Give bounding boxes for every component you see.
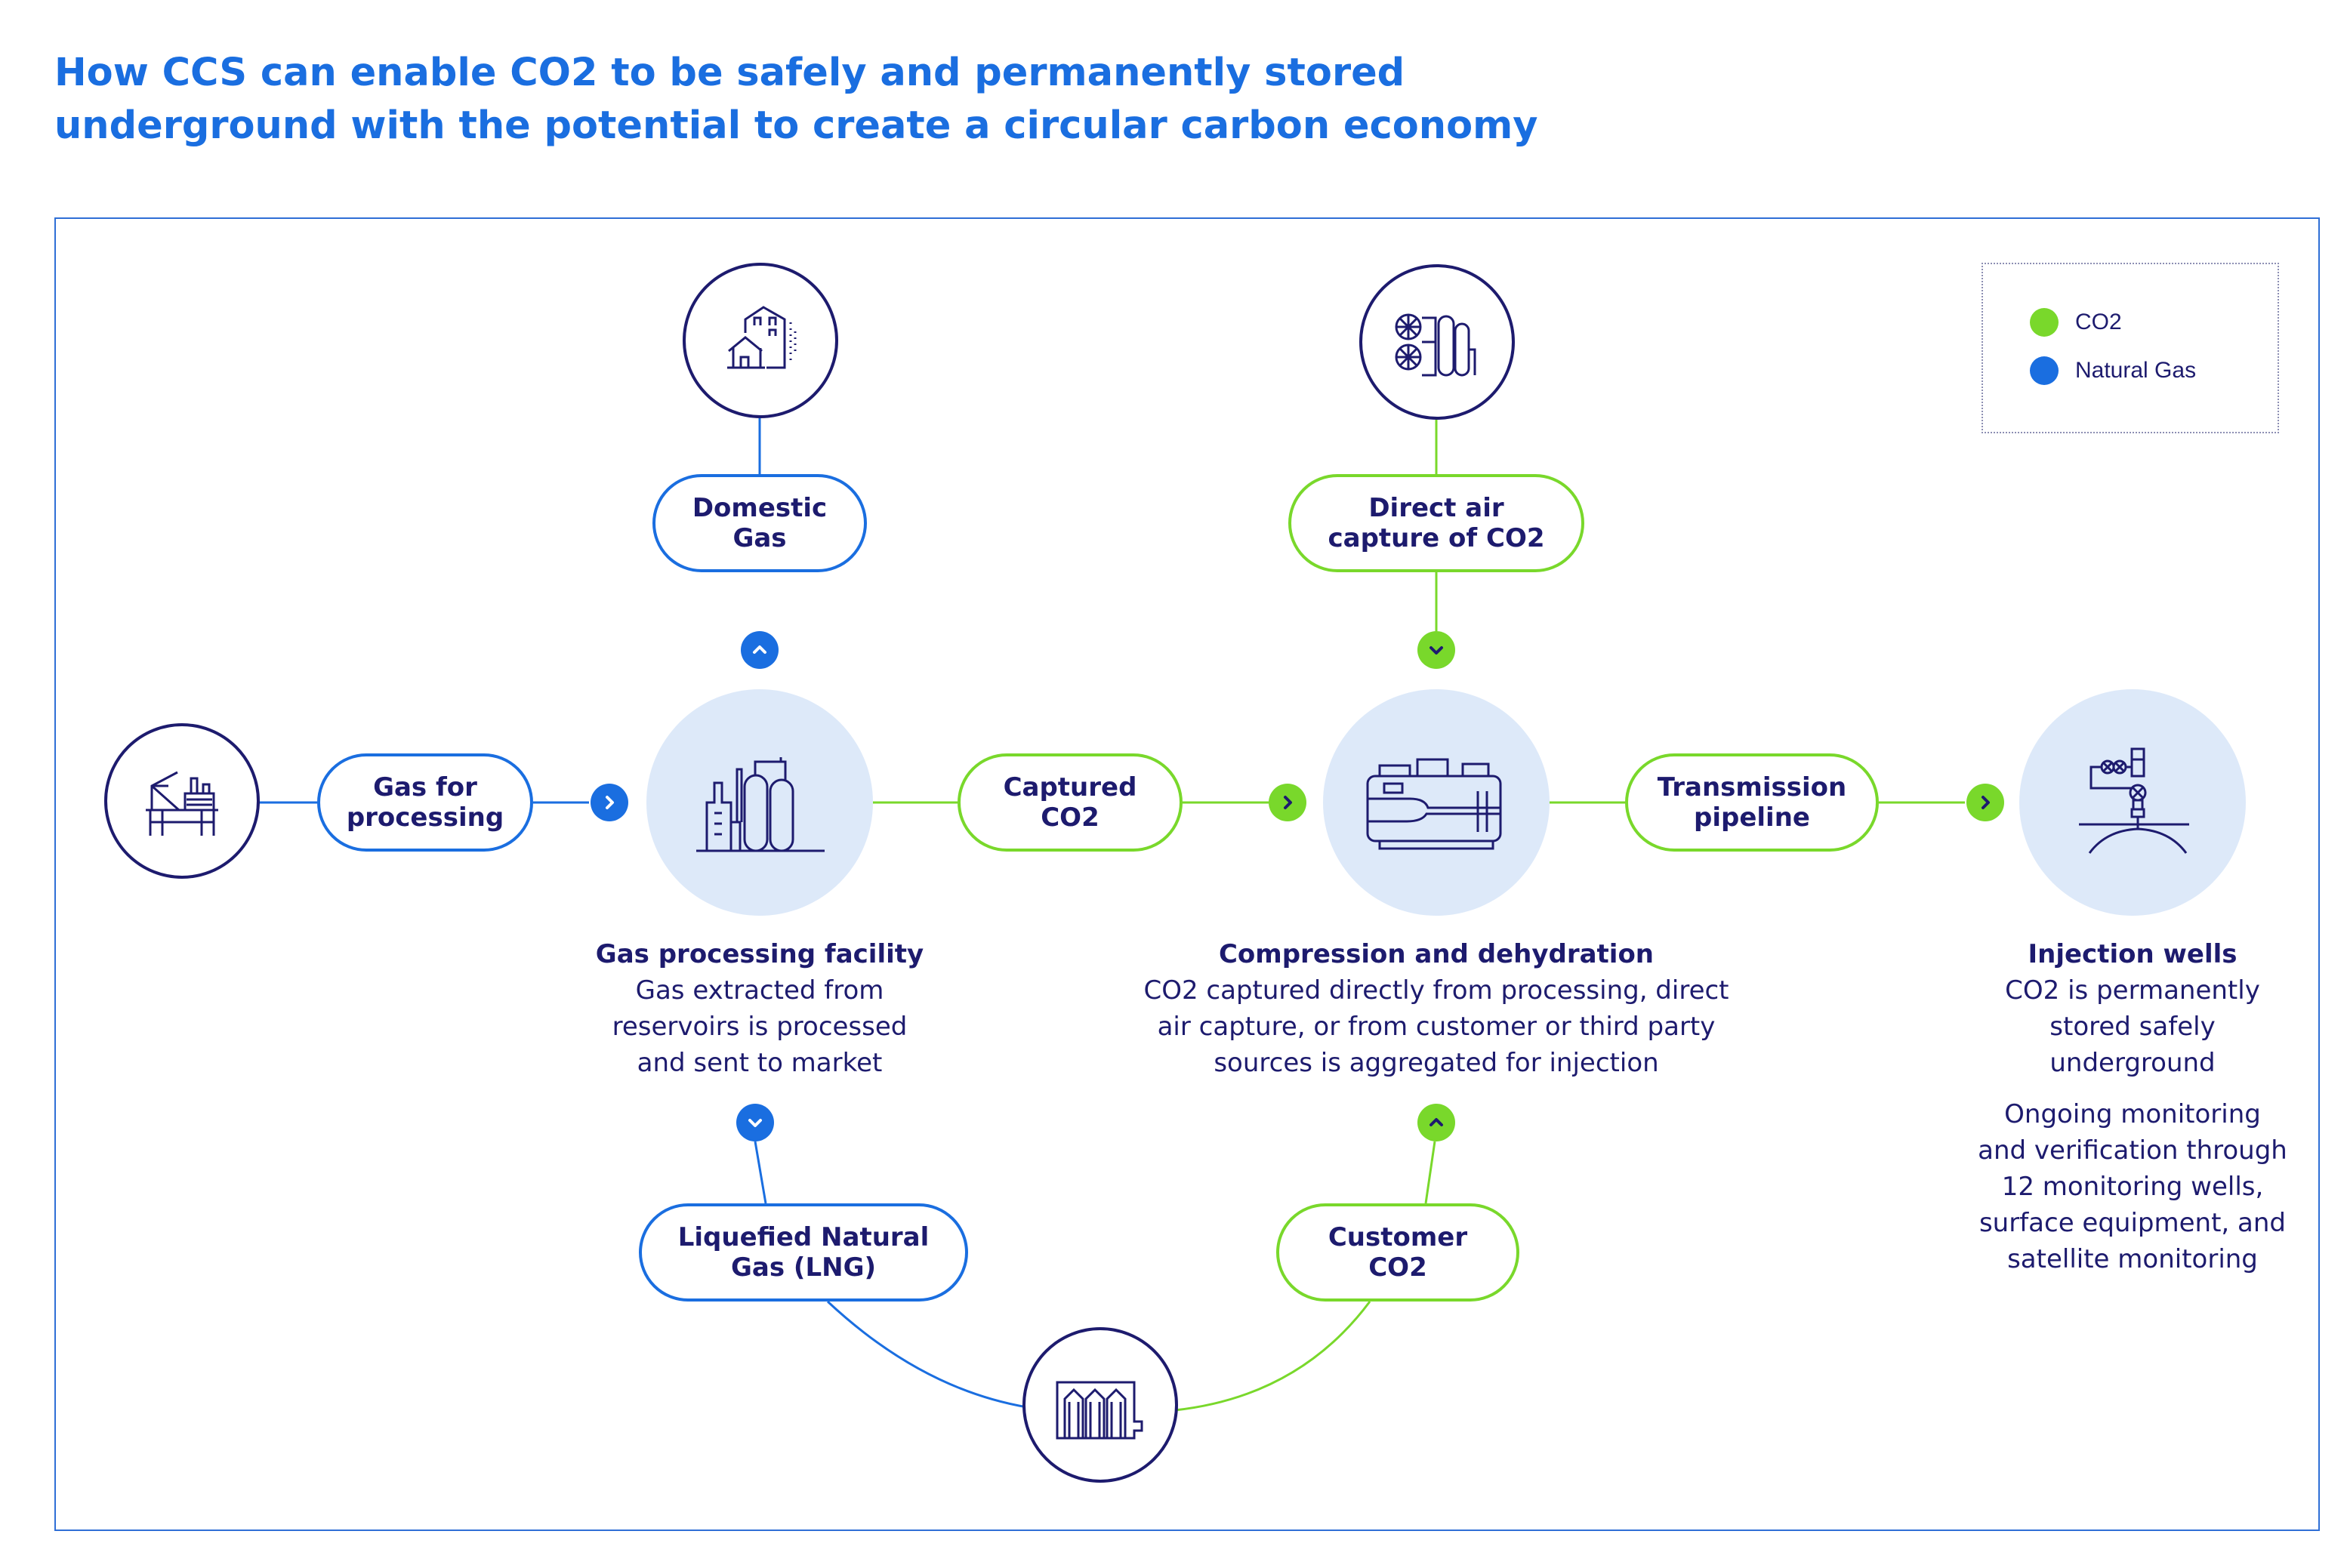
connector-tanks-to-customer xyxy=(1174,1301,1371,1412)
injection-wells-text-1: CO2 is permanently xyxy=(2005,975,2260,1006)
domestic-gas-line-1: Domestic xyxy=(692,493,828,523)
legend-label-co2: CO2 xyxy=(2075,310,2122,334)
natural-gas-legend-swatch xyxy=(2030,356,2059,385)
chevron-down-icon xyxy=(1417,631,1455,669)
compression-text-2: air capture, or from customer or third p… xyxy=(1157,1012,1716,1042)
offshore-platform-icon xyxy=(146,771,218,836)
direct-air-line-2: capture of CO2 xyxy=(1328,523,1545,553)
monitoring-text-2: and verification through xyxy=(1978,1135,2287,1166)
monitoring-text-4: surface equipment, and xyxy=(1978,1208,2287,1238)
injection-wells-caption: Injection wells CO2 is permanently store… xyxy=(1944,936,2321,1277)
gas-for-processing-line-1: Gas for xyxy=(373,772,477,802)
diagram-frame xyxy=(54,217,2320,1531)
compression-text-3: sources is aggregated for injection xyxy=(1214,1048,1659,1078)
monitoring-text-5: satellite monitoring xyxy=(2007,1244,2258,1274)
title-line-2: underground with the potential to create… xyxy=(54,103,1538,148)
injection-wells-text-2: stored safely xyxy=(2049,1012,2216,1042)
injection-wells-node xyxy=(2019,689,2246,916)
processing-plant-icon xyxy=(696,757,825,852)
compression-heading: Compression and dehydration xyxy=(1218,939,1655,969)
compressor-icon xyxy=(1366,758,1502,850)
legend: CO2 Natural Gas xyxy=(1982,263,2279,433)
transmission-line-2: pipeline xyxy=(1694,802,1810,833)
air-capture-unit-icon xyxy=(1395,313,1476,377)
lng-pill: Liquefied Natural Gas (LNG) xyxy=(639,1203,968,1302)
lng-line-1: Liquefied Natural xyxy=(677,1222,930,1252)
title-line-1: How CCS can enable CO2 to be safely and … xyxy=(54,51,1405,95)
lng-line-2: Gas (LNG) xyxy=(730,1252,877,1283)
direct-air-line-1: Direct air xyxy=(1368,493,1504,523)
injection-wells-heading: Injection wells xyxy=(2028,939,2238,969)
compression-node xyxy=(1323,689,1550,916)
domestic-gas-line-2: Gas xyxy=(732,523,787,553)
page-title: How CCS can enable CO2 to be safely and … xyxy=(54,47,1867,152)
gas-for-processing-line-2: processing xyxy=(346,802,504,833)
injection-wells-text-3: underground xyxy=(2049,1048,2216,1078)
chevron-up-icon xyxy=(1417,1104,1455,1141)
gas-processing-node xyxy=(646,689,873,916)
gas-processing-text-1: Gas extracted from xyxy=(635,975,884,1006)
captured-co2-line-2: CO2 xyxy=(1041,802,1099,833)
direct-air-capture-node xyxy=(1359,264,1515,420)
gas-for-processing-pill: Gas for processing xyxy=(317,753,533,852)
domestic-gas-pill: Domestic Gas xyxy=(652,474,867,572)
customer-co2-pill: Customer CO2 xyxy=(1276,1203,1519,1302)
chevron-up-icon xyxy=(741,631,779,669)
customer-co2-line-1: Customer xyxy=(1328,1222,1468,1252)
wellhead-icon xyxy=(2079,747,2189,854)
connector-customer-to-compression xyxy=(1424,1141,1436,1204)
legend-item-natural-gas: Natural Gas xyxy=(2030,356,2196,385)
transmission-line-1: Transmission xyxy=(1657,772,1847,802)
monitoring-text-1: Ongoing monitoring xyxy=(2004,1099,2261,1129)
gas-processing-text-3: and sent to market xyxy=(637,1048,883,1078)
captured-co2-pill: Captured CO2 xyxy=(958,753,1183,852)
gas-processing-heading: Gas processing facility xyxy=(595,939,924,969)
lng-storage-node xyxy=(1022,1327,1178,1483)
customer-co2-line-2: CO2 xyxy=(1368,1252,1427,1283)
direct-air-capture-pill: Direct air capture of CO2 xyxy=(1288,474,1584,572)
compression-text-1: CO2 captured directly from processing, d… xyxy=(1143,975,1729,1006)
monitoring-text-3: 12 monitoring wells, xyxy=(2001,1172,2264,1202)
chevron-down-icon xyxy=(736,1104,774,1141)
storage-tanks-icon xyxy=(1056,1381,1143,1440)
buildings-icon xyxy=(727,306,797,369)
offshore-platform-node xyxy=(104,723,260,879)
legend-label-natural-gas: Natural Gas xyxy=(2075,358,2197,383)
legend-item-co2: CO2 xyxy=(2030,308,2122,337)
chevron-right-icon xyxy=(591,784,628,821)
captured-co2-line-1: Captured xyxy=(1003,772,1137,802)
connector-processing-to-lng xyxy=(754,1141,767,1204)
gas-processing-text-2: reservoirs is processed xyxy=(612,1012,908,1042)
co2-legend-swatch xyxy=(2030,308,2059,337)
gas-processing-caption: Gas processing facility Gas extracted fr… xyxy=(533,936,986,1081)
connector-lng-to-tanks xyxy=(826,1300,1028,1409)
compression-caption: Compression and dehydration CO2 captured… xyxy=(1096,936,1776,1081)
chevron-right-icon xyxy=(1966,784,2004,821)
domestic-gas-node xyxy=(683,263,838,418)
transmission-pipeline-pill: Transmission pipeline xyxy=(1625,753,1879,852)
chevron-right-icon xyxy=(1269,784,1306,821)
